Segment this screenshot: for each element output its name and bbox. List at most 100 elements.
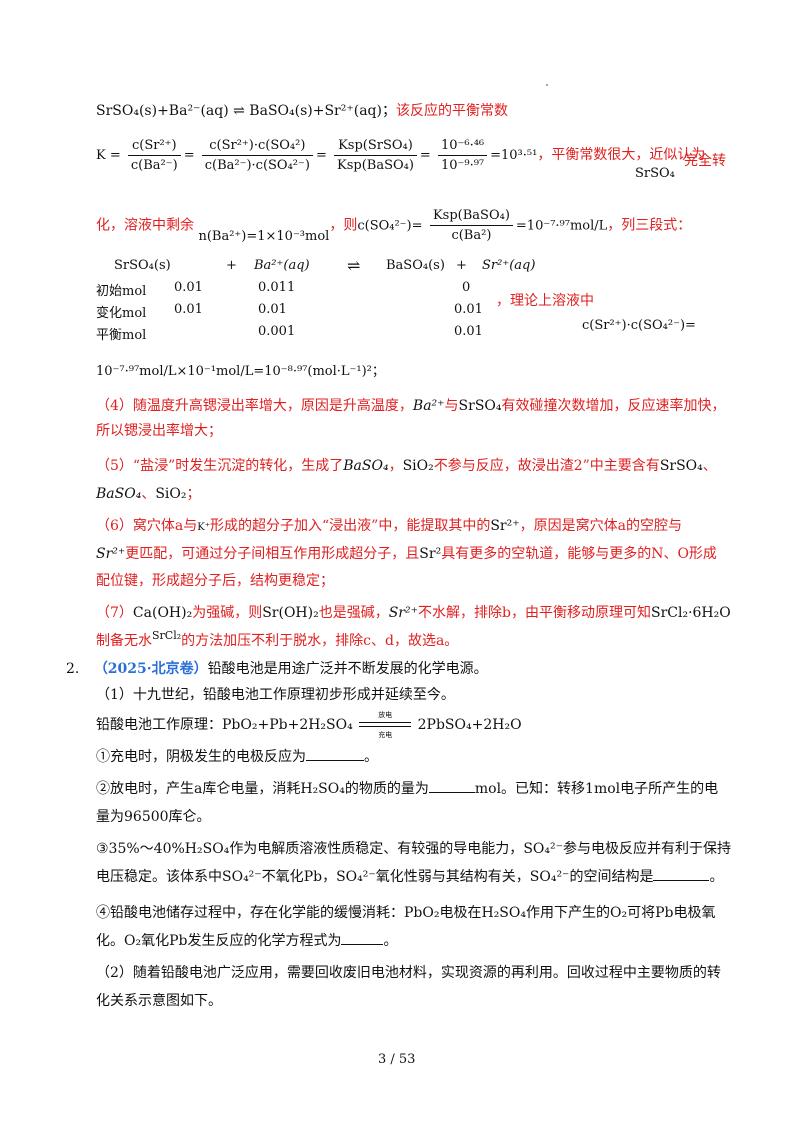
c-so4-result: =10⁻⁷·⁹⁷mol/L bbox=[515, 218, 608, 234]
answer-4-line-2: 所以锶浸出率增大； bbox=[96, 423, 222, 439]
question-source: （2025·北京卷） bbox=[93, 661, 208, 677]
answer-5-sio2-2: SiO₂ bbox=[155, 486, 187, 502]
item-3-text-e: 参与电极反应并有利于保持 bbox=[563, 841, 731, 857]
item-3-line-1: ③35%～40%H₂SO₄作为电解质溶液性质稳定、有较强的导电能力，SO₄²⁻参… bbox=[96, 838, 731, 858]
answer-5-end: ； bbox=[186, 486, 201, 502]
ice-sp-2: Ba²⁺(aq) bbox=[254, 258, 310, 273]
fraction-3-numerator: Ksp(SrSO₄) bbox=[333, 138, 417, 156]
answer-blank-4[interactable] bbox=[341, 944, 384, 945]
item-4-text-a: ④铅酸电池储存过程中，存在化学能的缓慢消耗： bbox=[96, 905, 404, 921]
answer-6-k-ion: K⁺ bbox=[197, 522, 211, 533]
fraction-1-denominator: c(Ba²⁻) bbox=[130, 158, 178, 173]
sub-question-1: （1）十九世纪，铅酸电池工作原理初步形成并延续至今。 bbox=[96, 687, 455, 703]
answer-blank-2[interactable] bbox=[428, 792, 475, 793]
answer-7-text-a: （7） bbox=[96, 605, 133, 621]
reversible-arrow: 放电 充电 bbox=[357, 711, 413, 739]
answer-7-line-1: （7）Ca(OH)₂为强碱，则Sr(OH)₂也是强碱，Sr²⁺不水解，排除b，由… bbox=[96, 602, 731, 622]
n-ba: n(Ba²⁺)=1×10⁻³mol bbox=[198, 228, 330, 244]
answer-5-sio2: SiO₂ bbox=[402, 458, 434, 474]
item-4-line-2: 化。O₂氧化Pb发生反应的化学方程式为。 bbox=[96, 930, 397, 950]
ice-note: ，理论上溶液中 bbox=[496, 293, 594, 309]
answer-5-text-e: 不参与反应，故浸出渣2”中主要含有 bbox=[433, 458, 660, 474]
remaining-lead: 化，溶液中剩余 bbox=[96, 217, 194, 234]
question-2-header: 2. （2025·北京卷）铅酸电池是用途广泛并不断发展的化学电源。 bbox=[66, 658, 488, 678]
k-expression-line: K = c(Sr²⁺)c(Ba²⁻)= c(Sr²⁺)·c(SO₄²)c(Ba²… bbox=[96, 138, 706, 173]
item-4-text-j: 氧化 bbox=[141, 933, 170, 949]
sub-question-2-line-2: 化关系示意图如下。 bbox=[96, 993, 222, 1009]
item-4-text-e: 作用下产生的 bbox=[526, 905, 610, 921]
ice-row-eq-b: 0.001 bbox=[258, 324, 296, 339]
fraction-5-denominator: c(Ba²) bbox=[451, 228, 492, 243]
item-3-text-h: 不氧化 bbox=[261, 869, 304, 885]
item-4-h2so4: H₂SO₄ bbox=[481, 905, 526, 921]
reaction-equation: SrSO₄(s)+Ba²⁻(aq) ⇌ BaSO₄(s)+Sr²⁺(aq)； bbox=[96, 103, 396, 119]
answer-4-text-c: 与 bbox=[444, 398, 459, 414]
ice-plus-2: + bbox=[456, 258, 467, 273]
item-2-line-2: 量为96500库仑。 bbox=[96, 809, 211, 825]
item-3-line-2: 电压稳定。该体系中SO₄²⁻不氧化Pb，SO₄²⁻氧化性弱与其结构有关，SO₄²… bbox=[96, 866, 723, 886]
answer-5-text-a: （5）“盐浸”时发生沉淀的转化，生成了 bbox=[96, 458, 344, 474]
item-2-h2so4: H₂SO₄ bbox=[300, 781, 345, 797]
ice-sp-4: Sr²⁺(aq) bbox=[482, 258, 536, 273]
equation-products: 2PbSO₄+2H₂O bbox=[417, 717, 522, 733]
item-4-pbo2: PbO₂ bbox=[404, 905, 440, 921]
ice-sp-1: SrSO₄(s) bbox=[114, 258, 171, 273]
answer-7-text-e: 也是强碱， bbox=[318, 605, 389, 621]
answer-5-baso4-2: BaSO₄ bbox=[96, 486, 142, 502]
k-note-tail: 完全转 bbox=[684, 153, 726, 169]
answer-7-srcl2: SrCl₂ bbox=[152, 629, 182, 642]
answer-6-sr-ion-3: Sr² bbox=[419, 546, 442, 562]
item-2-text-a: ②放电时，产生a库仑电量，消耗 bbox=[96, 781, 301, 797]
equation-reactants: PbO₂+Pb+2H₂SO₄ bbox=[222, 717, 353, 733]
answer-7-text-g: 不水解，排除b，由平衡移动原理可知 bbox=[418, 605, 651, 621]
answer-6-sr-ion-2: Sr²⁺ bbox=[96, 546, 126, 562]
item-3-so4-2: SO₄²⁻ bbox=[222, 869, 262, 885]
ice-row-initial-label: 初始mol bbox=[96, 284, 147, 299]
item-4-line-1: ④铅酸电池储存过程中，存在化学能的缓慢消耗：PbO₂电极在H₂SO₄作用下产生的… bbox=[96, 902, 715, 922]
reaction-line: SrSO₄(s)+Ba²⁻(aq) ⇌ BaSO₄(s)+Sr²⁺(aq)；该反… bbox=[96, 100, 508, 120]
ice-row-eq-label: 平衡mol bbox=[96, 328, 147, 343]
item-4-text-g: 可将Pb电极氧 bbox=[627, 905, 716, 921]
ice-sp-3: BaSO₄(s) bbox=[386, 258, 445, 273]
item-2-text-d: mol。已知：转移1mol电子所产生的电 bbox=[474, 781, 719, 797]
answer-7-caoh2: Ca(OH)₂ bbox=[132, 605, 193, 621]
item-1-end: 。 bbox=[364, 749, 378, 765]
item-1-text: ①充电时，阴极发生的电极反应为 bbox=[96, 749, 306, 765]
item-3-so4-3: SO₄²⁻ bbox=[336, 869, 376, 885]
answer-7-text-k: 的方法加压不利于脱水，排除c、d，故选a。 bbox=[181, 633, 459, 649]
item-4-text-c: 电极在 bbox=[439, 905, 482, 921]
item-3-text-f: 电压稳定。该体系中 bbox=[96, 869, 222, 885]
equation-lead: 铅酸电池工作原理： bbox=[96, 717, 222, 733]
answer-4-text-e: 有效碰撞次数增加，反应速率加快， bbox=[501, 398, 726, 414]
fraction-3-denominator: Ksp(BaSO₄) bbox=[336, 158, 414, 173]
answer-blank-3[interactable] bbox=[653, 880, 710, 881]
remaining-line: 化，溶液中剩余 n(Ba²⁺)=1×10⁻³mol，则c(SO₄²⁻)= Ksp… bbox=[96, 208, 692, 244]
answer-5-line-2: BaSO₄、SiO₂； bbox=[96, 483, 201, 503]
ion-product: c(Sr²⁺)·c(SO₄²⁻)= bbox=[582, 318, 696, 333]
question-number: 2. bbox=[66, 661, 80, 677]
answer-6-sr-ion: Sr²⁺ bbox=[490, 518, 520, 534]
answer-6-text-i: 具有更多的空轨道，能够与更多的N、O形成 bbox=[441, 546, 717, 562]
item-3-text-n: 的空间结构是 bbox=[569, 869, 654, 885]
sub-question-2-line-1: （2）随着铅酸电池广泛应用，需要回收废旧电池材料，实现资源的再利用。回收过程中主… bbox=[96, 965, 721, 981]
remaining-tail: ，列三段式： bbox=[607, 217, 692, 234]
item-3-pb: Pb bbox=[303, 869, 323, 885]
answer-6-text-g: 更匹配，可通过分子间相互作用形成超分子，且 bbox=[125, 546, 420, 562]
answer-blank-1[interactable] bbox=[306, 760, 364, 761]
item-4-text-l: 发生反应的化学方程式为 bbox=[187, 933, 342, 949]
answer-4-srso4: SrSO₄ bbox=[458, 398, 502, 414]
fraction-4-denominator: 10⁻⁹·⁹⁷ bbox=[440, 158, 485, 173]
item-4-o2: O₂ bbox=[610, 905, 628, 921]
answer-5-text-c: ， bbox=[388, 458, 403, 474]
item-1: ①充电时，阴极发生的电极反应为 。 bbox=[96, 746, 378, 766]
k-result: =10³·⁵¹ bbox=[490, 148, 538, 163]
fraction-2-denominator: c(Ba²⁻)·c(SO₄²⁻) bbox=[204, 158, 310, 173]
answer-5-sep: 、 bbox=[702, 458, 717, 474]
answer-4-ba-ion: Ba²⁺ bbox=[412, 398, 445, 414]
fraction-2-numerator: c(Sr²⁺)·c(SO₄²) bbox=[201, 138, 313, 156]
answer-5-line-1: （5）“盐浸”时发生沉淀的转化，生成了BaSO₄，SiO₂不参与反应，故浸出渣2… bbox=[96, 455, 717, 475]
ice-row-change-b: 0.01 bbox=[258, 302, 287, 317]
answer-7-line-2: 制备无水SrCl₂的方法加压不利于脱水，排除c、d，故选a。 bbox=[96, 629, 459, 650]
